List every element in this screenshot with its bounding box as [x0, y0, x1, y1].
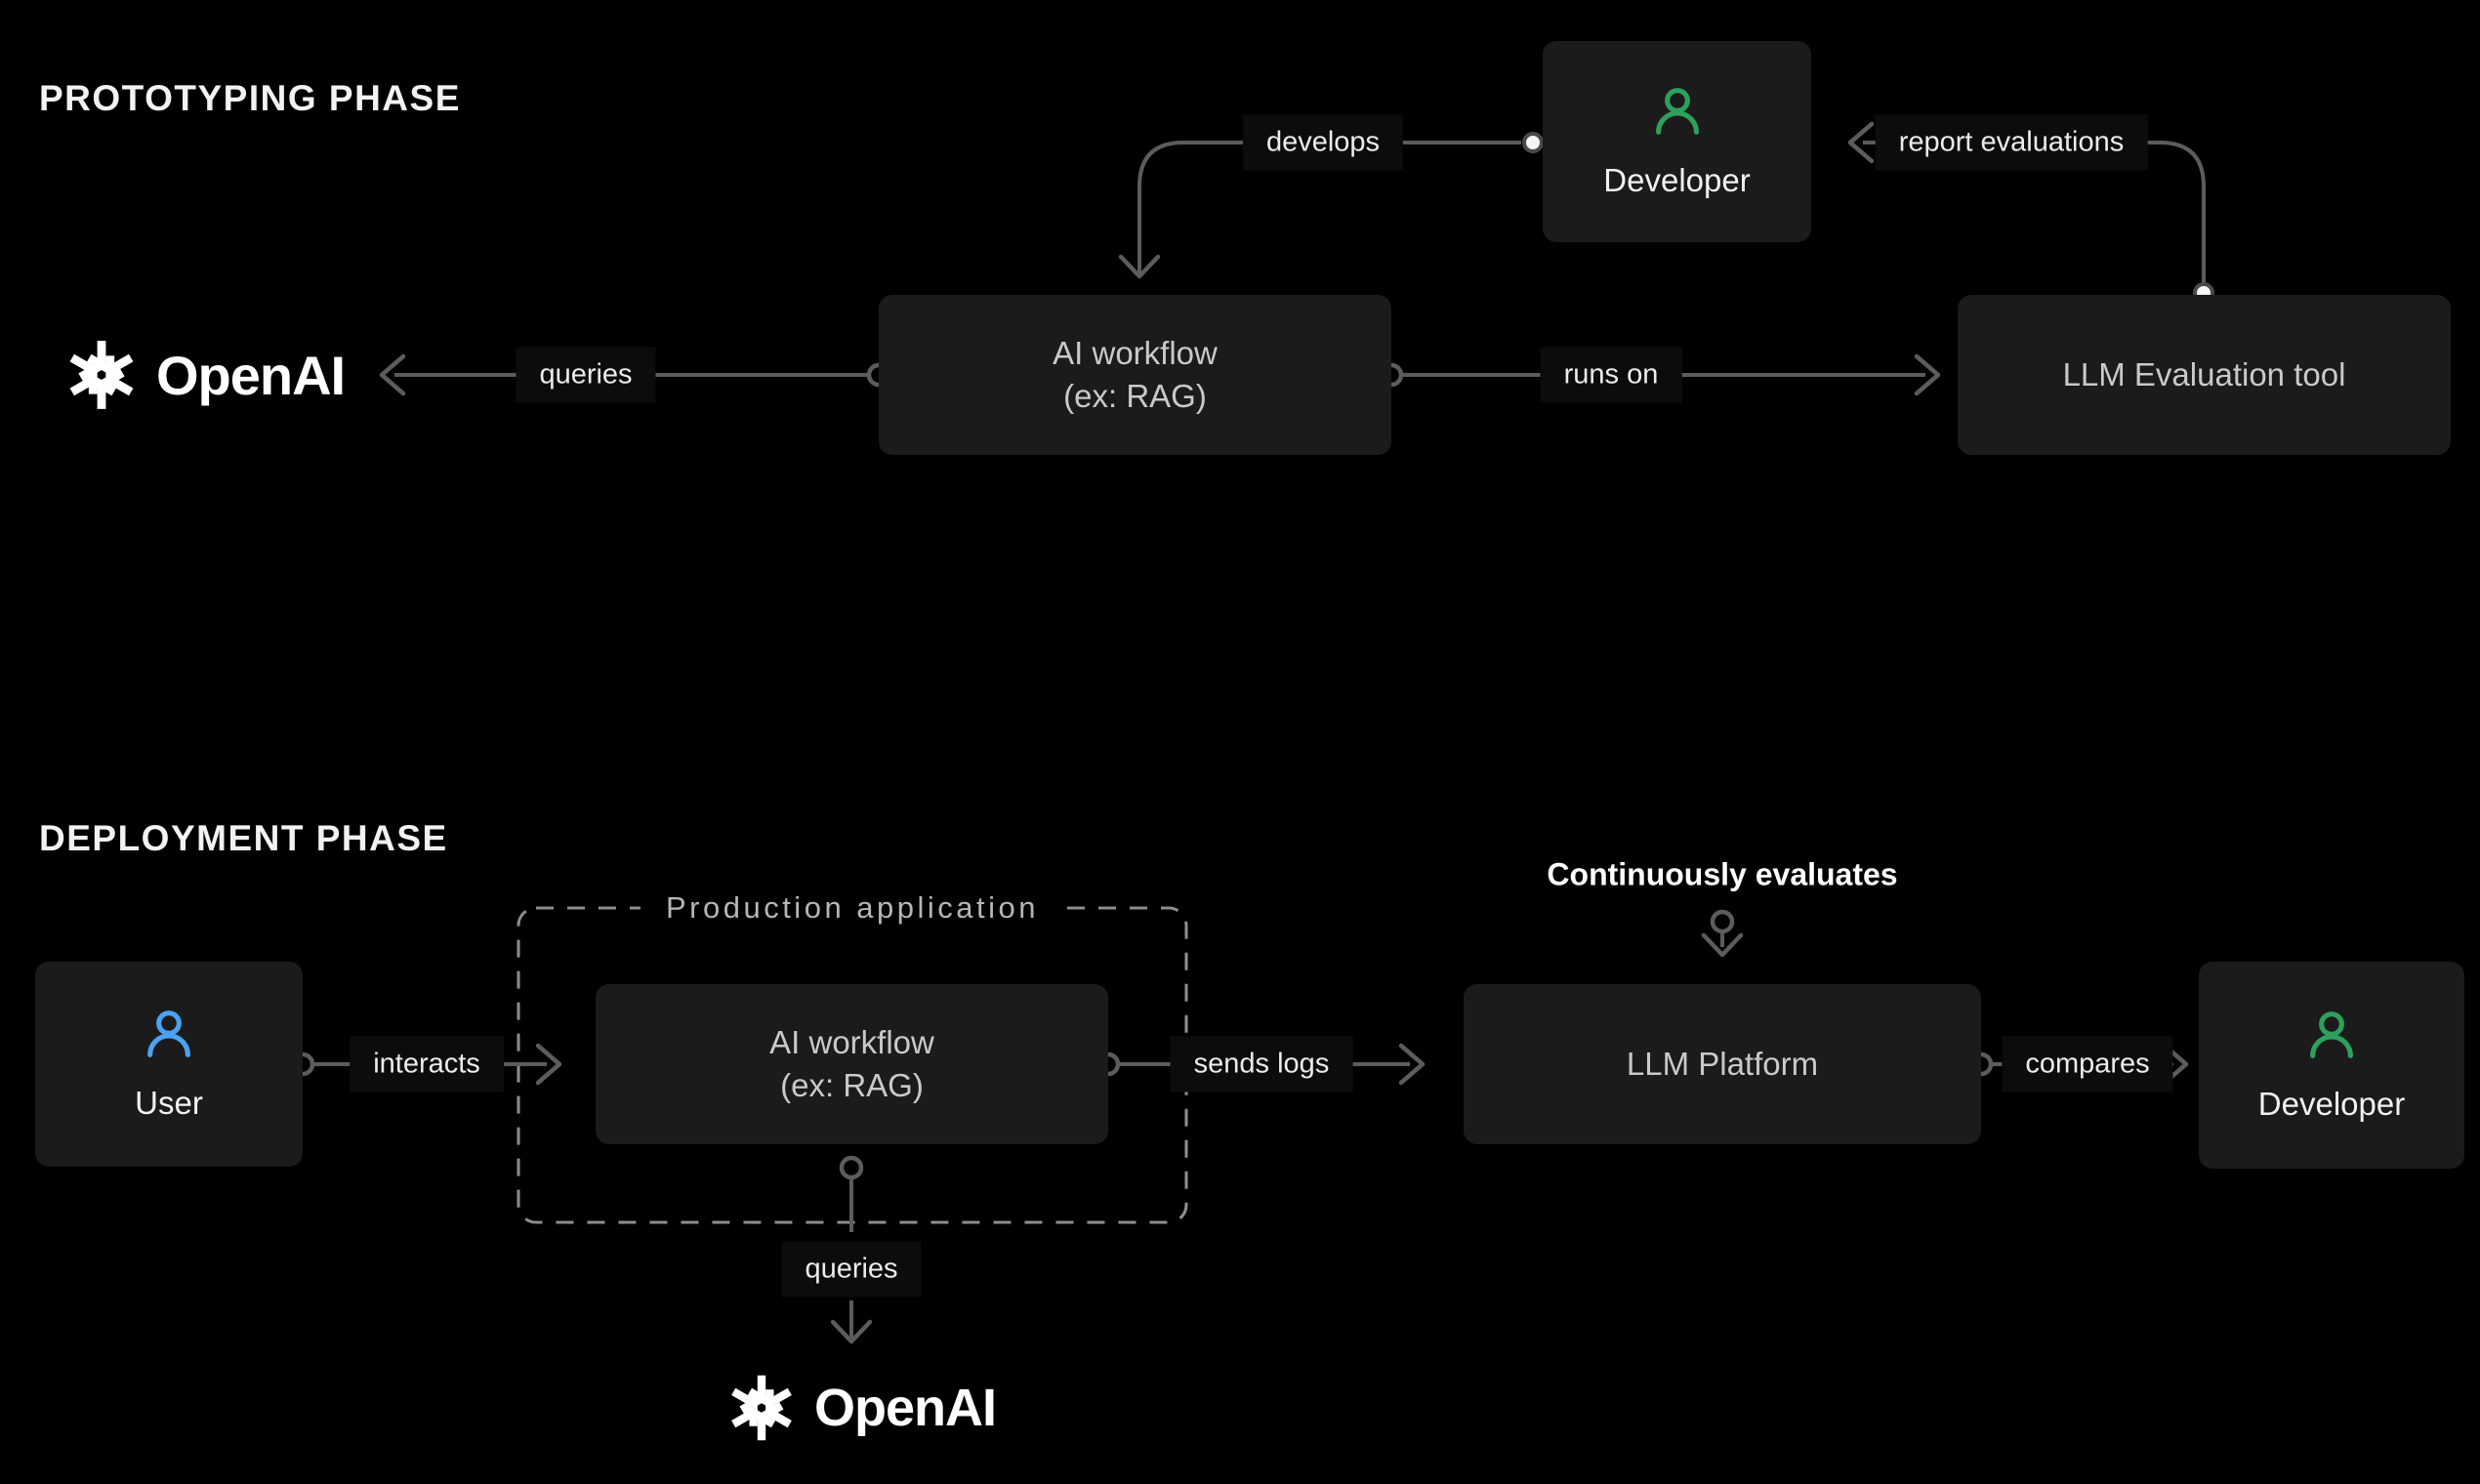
node-llm-evaluation-tool: LLM Evaluation tool [1958, 295, 2451, 455]
node-ai-workflow-bottom: AI workflow (ex: RAG) [596, 984, 1108, 1144]
user-person-icon [147, 1010, 190, 1057]
prototyping-phase-title: PROTOTYPING PHASE [39, 78, 461, 118]
node-developer-bottom: Developer [2199, 962, 2464, 1169]
openai-flower-icon [731, 1375, 792, 1441]
deployment-phase-title: DEPLOYMENT PHASE [39, 818, 448, 858]
ai-workflow-top-line1: AI workflow [1053, 334, 1218, 371]
edge-label-develops: develops [1242, 114, 1404, 171]
user-label: User [135, 1084, 203, 1121]
developer-person-icon [1655, 87, 1699, 135]
node-llm-platform: LLM Platform [1464, 984, 1981, 1144]
edge-continuously-evaluates [1701, 909, 1744, 958]
ai-workflow-bottom-line1: AI workflow [769, 1023, 934, 1060]
edge-develops [1118, 132, 1544, 279]
ai-workflow-bottom-line2: (ex: RAG) [780, 1067, 924, 1103]
llm-evaluation-tool-label: LLM Evaluation tool [2062, 355, 2346, 392]
openai-logo-bottom: OpenAI [723, 1369, 997, 1447]
node-ai-workflow-top: AI workflow (ex: RAG) [879, 295, 1391, 455]
production-application-label: Production application [640, 888, 1065, 928]
edge-label-sends-logs: sends logs [1170, 1036, 1353, 1092]
edge-label-queries-bottom: queries [781, 1241, 922, 1298]
node-developer-top: Developer [1543, 41, 1811, 242]
openai-flower-icon [69, 341, 134, 409]
openai-wordmark: OpenAI [156, 344, 346, 406]
llm-platform-label: LLM Platform [1626, 1045, 1819, 1082]
edge-label-queries-top: queries [516, 347, 656, 403]
edge-label-report-evaluations: report evaluations [1875, 114, 2148, 171]
edge-label-interacts: interacts [350, 1036, 504, 1092]
openai-logo-top: OpenAI [61, 334, 346, 416]
developer-top-label: Developer [1603, 161, 1751, 198]
continuously-evaluates-label: Continuously evaluates [1547, 856, 1898, 892]
openai-wordmark: OpenAI [813, 1379, 997, 1437]
developer-person-icon [2310, 1010, 2353, 1058]
edge-queries-bottom [830, 1155, 873, 1344]
node-user: User [35, 962, 303, 1167]
edge-label-runs-on: runs on [1540, 347, 1682, 403]
ai-workflow-top-line2: (ex: RAG) [1063, 378, 1207, 414]
edge-label-compares: compares [2002, 1036, 2173, 1092]
developer-bottom-label: Developer [2257, 1085, 2406, 1122]
